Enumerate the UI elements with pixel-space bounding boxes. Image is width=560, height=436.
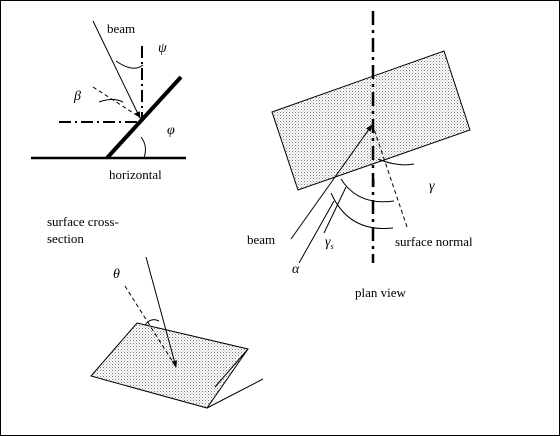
alpha-leader: [298, 200, 335, 264]
surface-normal-dashed-plan: [373, 128, 408, 228]
plan-view-group: γ beam γs α surface normal plan view: [247, 11, 473, 300]
tilted-plane: [90, 322, 249, 409]
tilted-surface: [105, 75, 183, 160]
surface-rectangle: [271, 50, 471, 191]
theta-arc: [144, 319, 160, 326]
tilted-3d-group: θ: [90, 256, 264, 409]
theta-label: θ: [113, 267, 120, 282]
surface-normal-label: surface normal: [395, 234, 473, 249]
beam-label-top: beam: [107, 21, 135, 36]
cross-section-group: beam ψ β φ horizontal surface cross- sec…: [31, 20, 186, 246]
alpha-arc: [330, 192, 394, 230]
cross-section-label-line2: section: [47, 231, 84, 246]
alpha-label: α: [292, 262, 300, 277]
surface-normal-dashed: [92, 86, 142, 119]
beta-arc: [98, 99, 124, 103]
support-line-2: [214, 348, 249, 388]
support-line-1: [206, 378, 264, 409]
gamma-s-leader: [323, 186, 347, 234]
beam-ray: [92, 20, 141, 119]
gamma-label: γ: [429, 179, 435, 194]
gamma-s-arc: [340, 178, 395, 203]
beta-label: β: [73, 89, 81, 104]
beam-ray-plan: [290, 124, 373, 240]
plan-view-label: plan view: [355, 285, 407, 300]
gamma-s-label: γs: [325, 235, 334, 251]
horizontal-label: horizontal: [109, 167, 162, 182]
beam-label-plan: beam: [247, 232, 275, 247]
cross-section-label-line1: surface cross-: [47, 214, 119, 229]
phi-label: φ: [167, 123, 175, 138]
psi-arc: [115, 60, 144, 69]
surface-normal-dashed-3d: [124, 285, 177, 368]
phi-arc: [140, 136, 146, 159]
beam-ray-3d: [145, 256, 178, 368]
gamma-arc: [377, 158, 415, 166]
psi-label: ψ: [158, 41, 167, 56]
